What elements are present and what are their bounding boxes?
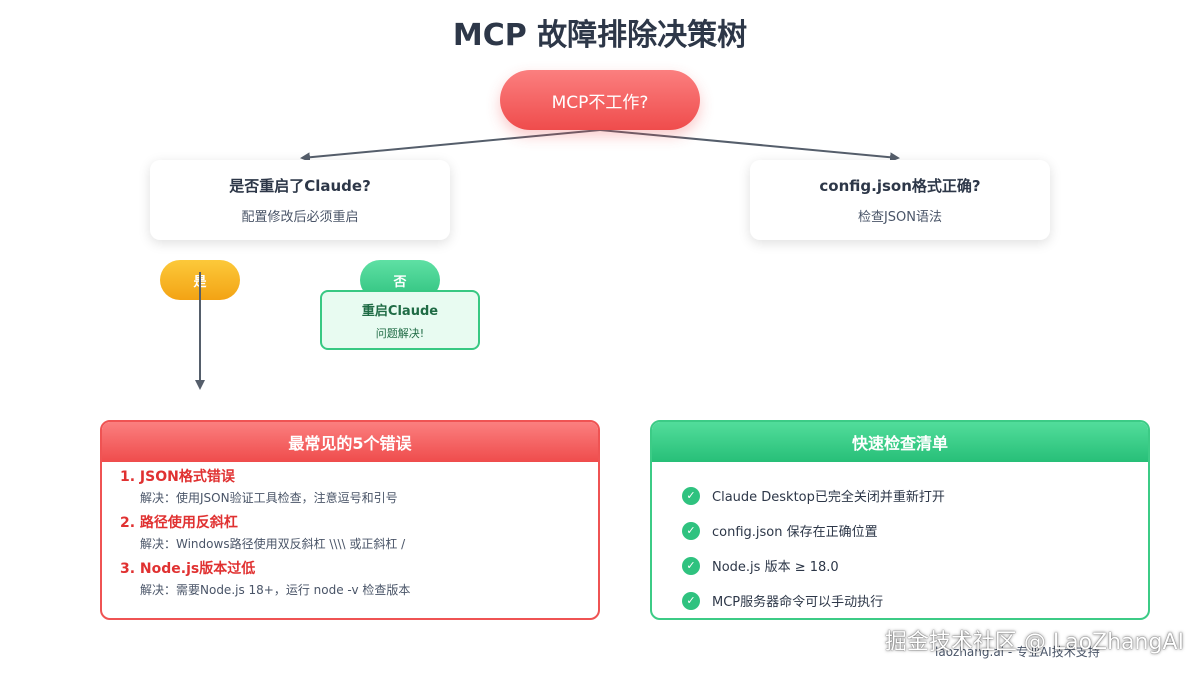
quick-checklist-header: 快速检查清单 [652,422,1148,462]
question-restarted: 是否重启了Claude? 配置修改后必须重启 [150,160,450,240]
question-config-format: config.json格式正确? 检查JSON语法 [750,160,1050,240]
error-item: 1. JSON格式错误 解决：使用JSON验证工具检查，注意逗号和引号 [120,468,598,506]
error-title: 2. 路径使用反斜杠 [120,515,238,531]
checklist-text: MCP服务器命令可以手动执行 [712,595,884,610]
checklist: ✓ Claude Desktop已完全关闭并重新打开 ✓ config.json… [652,462,1148,618]
checklist-item: ✓ config.json 保存在正确位置 [682,513,1148,548]
question-restarted-title: 是否重启了Claude? [229,177,371,195]
result-title: 重启Claude [361,303,439,319]
footer-credit: laozhang.ai - 专业AI技术支持 [935,645,1100,659]
error-item: 3. Node.js版本过低 解决：需要Node.js 18+，运行 node … [120,560,598,598]
arrow-root-to-right [599,129,900,163]
checklist-text: Claude Desktop已完全关闭并重新打开 [712,490,945,505]
check-circle-icon: ✓ [682,556,700,575]
checklist-item: ✓ Claude Desktop已完全关闭并重新打开 [682,478,1148,513]
error-item: 2. 路径使用反斜杠 解决：Windows路径使用双反斜杠 \\\\ 或正斜杠 … [120,514,598,552]
error-solution: 解决：使用JSON验证工具检查，注意逗号和引号 [140,491,398,505]
checklist-text: Node.js 版本 ≥ 18.0 [712,560,839,575]
branch-yes: 是 [160,260,240,300]
checklist-text: config.json 保存在正确位置 [712,525,878,540]
common-errors-panel: 最常见的5个错误 1. JSON格式错误 解决：使用JSON验证工具检查，注意逗… [100,420,600,620]
error-solution: 解决：需要Node.js 18+，运行 node -v 检查版本 [140,583,411,597]
restart-claude-result: 重启Claude 问题解决! [320,290,480,350]
diagram-title: MCP 故障排除决策树 [452,18,748,53]
checklist-item: ✓ Node.js 版本 ≥ 18.0 [682,548,1148,583]
common-errors-header: 最常见的5个错误 [102,422,598,462]
error-list: 1. JSON格式错误 解决：使用JSON验证工具检查，注意逗号和引号 2. 路… [102,462,598,598]
error-title: 3. Node.js版本过低 [120,561,256,577]
check-circle-icon: ✓ [682,591,700,610]
checklist-item: ✓ MCP服务器命令可以手动执行 [682,583,1148,618]
arrow-root-to-left [300,129,601,163]
result-subtitle: 问题解决! [375,326,425,340]
error-title: 1. JSON格式错误 [120,469,235,485]
check-circle-icon: ✓ [682,486,700,505]
check-circle-icon: ✓ [682,521,700,540]
question-config-title: config.json格式正确? [819,177,981,195]
error-solution: 解决：Windows路径使用双反斜杠 \\\\ 或正斜杠 / [140,537,406,551]
quick-checklist-panel: 快速检查清单 ✓ Claude Desktop已完全关闭并重新打开 ✓ conf… [650,420,1150,620]
watermark: 掘金技术社区 @ LaoZhangAI [884,630,1184,655]
question-config-subtitle: 检查JSON语法 [857,210,943,225]
question-restarted-subtitle: 配置修改后必须重启 [241,210,359,225]
root-node: MCP不工作? [500,70,700,130]
